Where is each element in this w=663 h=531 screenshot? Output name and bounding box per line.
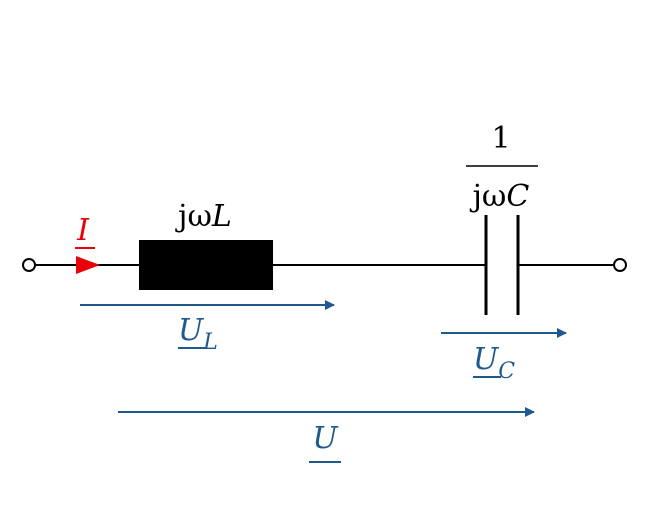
ul-label-sub: L: [202, 330, 218, 355]
inductor-label-var: L: [211, 199, 232, 234]
current-arrow: [76, 256, 100, 274]
terminal-right: [613, 258, 627, 272]
uc-label-main: U: [473, 342, 500, 377]
uc-label: UC: [473, 342, 515, 384]
capacitor-label-denominator: jωC: [470, 179, 530, 214]
u-label: U: [312, 421, 339, 456]
ul-label: UL: [178, 313, 218, 355]
uc-label-sub: C: [498, 359, 515, 384]
capacitor-label-numerator: 1: [491, 121, 510, 156]
inductor-label: jωL: [175, 199, 232, 234]
ul-label-main: U: [178, 313, 205, 348]
inductor-element: [139, 240, 273, 290]
terminal-left: [22, 258, 36, 272]
capacitor-label-prefix: jω: [470, 179, 507, 214]
current-label: I: [76, 213, 90, 248]
capacitor-label-var: C: [506, 179, 529, 214]
inductor-label-prefix: jω: [175, 199, 212, 234]
